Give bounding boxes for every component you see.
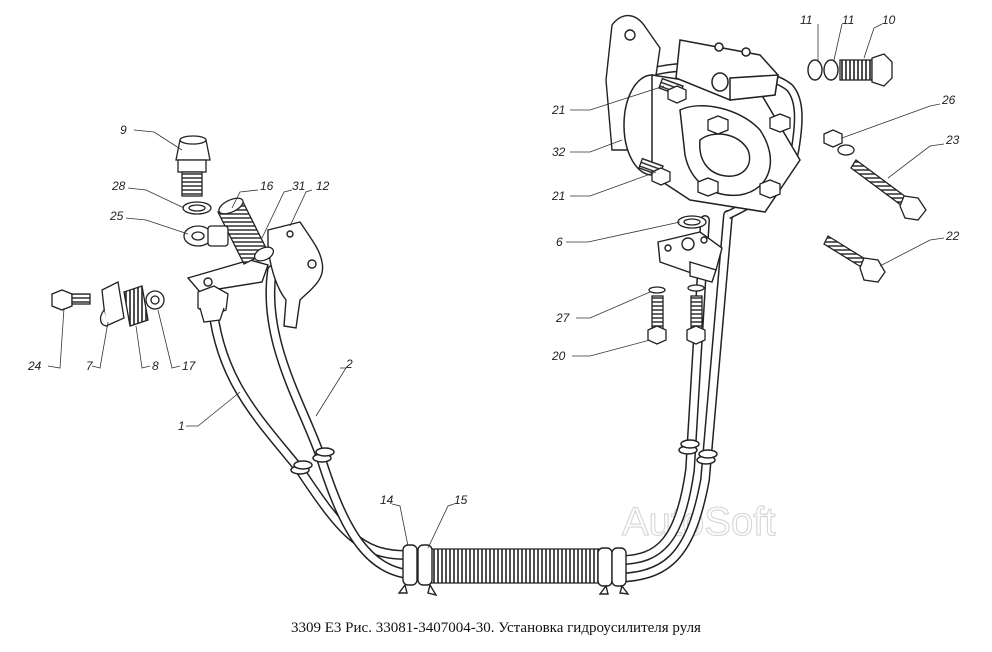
part-labels: 9 28 25 16 31 12 24 7 8 17 1 2 14 15 11 … — [27, 13, 960, 507]
pump-reservoir-block — [675, 39, 779, 101]
label-28: 28 — [111, 179, 126, 193]
label-31: 31 — [292, 179, 305, 193]
leader-lines — [47, 23, 945, 549]
label-17: 17 — [182, 359, 197, 373]
label-21-lower: 21 — [551, 189, 565, 203]
bolt-23 — [850, 159, 927, 221]
label-6: 6 — [556, 235, 563, 249]
bolt-22 — [823, 235, 886, 283]
hose-bands-left — [290, 447, 335, 475]
label-23: 23 — [945, 133, 960, 147]
label-16: 16 — [260, 179, 274, 193]
washer-11-b — [823, 59, 839, 81]
mounting-plate — [186, 259, 269, 293]
bolt-20-left — [647, 286, 667, 345]
clip-7 — [99, 281, 125, 327]
clamp-right — [597, 547, 630, 595]
label-14: 14 — [380, 493, 394, 507]
spring-8 — [123, 285, 149, 327]
label-8: 8 — [152, 359, 159, 373]
label-9: 9 — [120, 123, 127, 137]
corrugated-sleeve — [424, 548, 606, 584]
label-1: 1 — [178, 419, 185, 433]
banjo-25 — [183, 225, 229, 247]
label-7: 7 — [86, 359, 94, 373]
hose-2 — [265, 210, 733, 584]
label-24: 24 — [27, 359, 42, 373]
banjo-bolt-10 — [839, 53, 893, 87]
label-12: 12 — [316, 179, 330, 193]
label-11-b: 11 — [842, 13, 854, 27]
label-32: 32 — [552, 145, 566, 159]
washer-6 — [677, 215, 707, 229]
figure-caption: 3309 Е3 Рис. 33081-3407004-30. Установка… — [291, 620, 701, 636]
label-10: 10 — [882, 13, 896, 27]
stud-21-upper — [658, 77, 687, 104]
pump-bolts — [697, 113, 791, 199]
label-2: 2 — [345, 357, 353, 371]
label-27: 27 — [555, 311, 571, 325]
label-25: 25 — [109, 209, 124, 223]
washer-11-a — [807, 59, 823, 81]
fitting-9 — [175, 135, 211, 197]
nut-17 — [145, 290, 165, 310]
flange-block — [657, 231, 723, 283]
clamp-15 — [417, 544, 438, 597]
bolt-24 — [51, 289, 91, 311]
label-22: 22 — [945, 229, 960, 243]
label-21-upper: 21 — [551, 103, 565, 117]
bracket-12 — [267, 221, 324, 329]
pump-body — [623, 74, 801, 213]
bolt-20-right — [686, 284, 706, 345]
label-26: 26 — [941, 93, 956, 107]
stud-21-lower — [638, 157, 671, 186]
label-20: 20 — [551, 349, 566, 363]
label-15: 15 — [454, 493, 468, 507]
hose-bands-right — [678, 439, 718, 465]
hose-nut — [197, 285, 229, 323]
clamp-14 — [397, 544, 418, 594]
label-11-a: 11 — [800, 13, 812, 27]
washer-28 — [182, 201, 212, 215]
nut-26 — [823, 129, 855, 156]
fitting-16 — [217, 197, 275, 265]
